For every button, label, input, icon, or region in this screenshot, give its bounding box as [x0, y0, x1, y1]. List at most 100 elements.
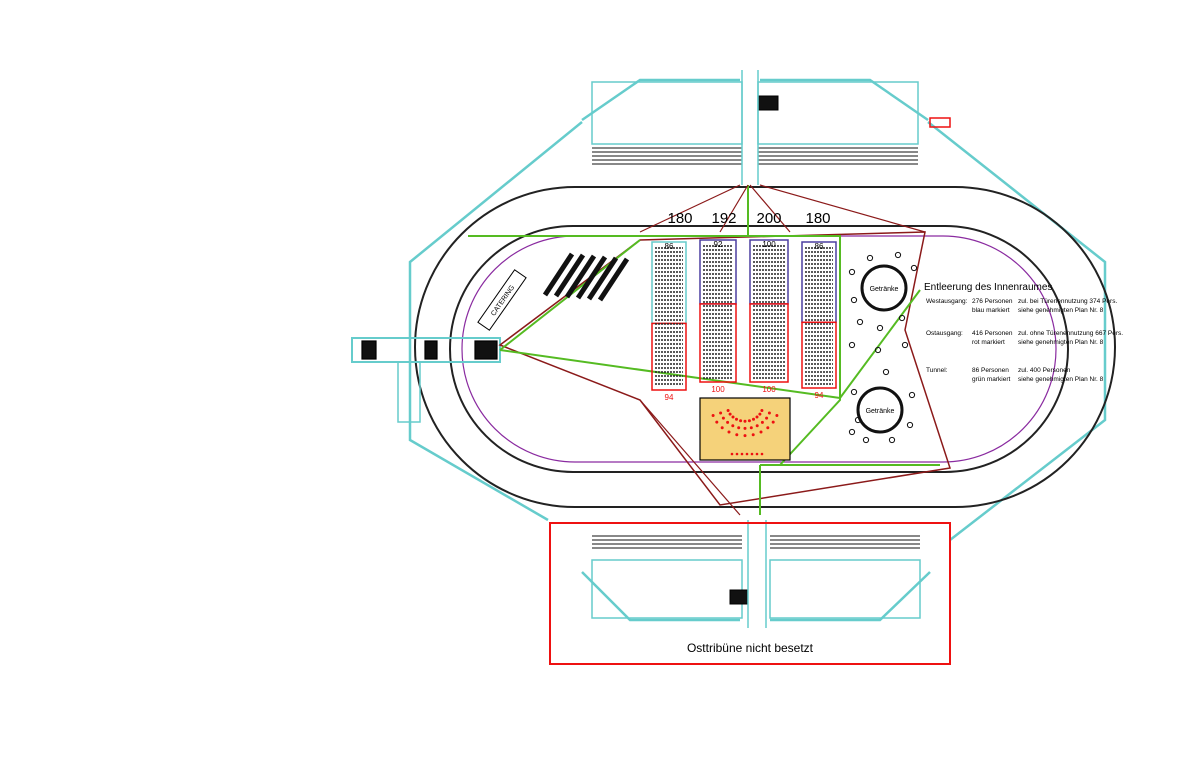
legend-west-marking: blau markiert	[972, 307, 1010, 314]
standing-table	[850, 296, 858, 304]
seating-blocks: 86 94 92 100 100 100 86 94	[651, 239, 837, 402]
legend-tunnel-plan: siehe genehmigten Plan Nr. 8	[1018, 376, 1104, 383]
stage-seat	[719, 411, 723, 415]
section-number: 180	[805, 210, 830, 227]
standing-table	[906, 421, 914, 429]
stage-seat	[755, 452, 759, 456]
stage-seat	[726, 420, 730, 424]
stage-seat	[735, 433, 739, 437]
stage-seat	[743, 426, 747, 430]
standing-table	[850, 388, 858, 396]
block-lower	[699, 303, 737, 383]
legend-tunnel-name: Tunnel:	[926, 367, 948, 374]
seating-block: 86 94	[801, 241, 837, 400]
ost-note: Osttribüne nicht besetzt	[687, 641, 814, 655]
stage-seat	[751, 433, 755, 437]
section-number: 200	[756, 210, 781, 227]
legend-west-allowed: zul. bei Türenennutzung 374 Pers.	[1018, 298, 1117, 305]
stage-seat	[755, 424, 759, 428]
bar-label-2: Getränke	[866, 408, 895, 415]
stage-seat	[735, 452, 739, 456]
standing-table	[856, 318, 864, 326]
ost-note-box	[549, 522, 951, 665]
stage-seat	[730, 452, 734, 456]
legend-west-persons: 276 Personen	[972, 298, 1013, 305]
seating-block: 86 94	[651, 241, 687, 402]
stage-seat	[728, 412, 732, 416]
stage-seat	[715, 420, 719, 424]
stage-seat	[727, 430, 731, 434]
stage-seat	[721, 416, 725, 420]
stage-seat	[750, 452, 754, 456]
stage-seat	[731, 415, 735, 419]
stage-seat	[745, 452, 749, 456]
legend-west-plan: siehe genehmigten Plan Nr. 8	[1018, 307, 1104, 314]
legend-tunnel-marking: grün markiert	[972, 376, 1010, 383]
stage-seat	[760, 452, 764, 456]
standing-table	[888, 436, 896, 444]
standing-table	[862, 436, 870, 444]
block-top-label: 100	[762, 240, 776, 249]
standing-table	[910, 264, 918, 272]
standing-table	[874, 346, 882, 354]
block-upper	[651, 241, 687, 325]
legend-west-name: Westausgang:	[926, 298, 968, 305]
stage-seat	[735, 417, 738, 421]
standing-table	[848, 341, 856, 349]
stage-seat	[775, 414, 779, 417]
legend-ost-marking: rot markiert	[972, 339, 1005, 346]
stage-seat	[766, 426, 770, 430]
stage-seat	[767, 411, 771, 415]
stage-seat	[765, 416, 769, 420]
stage-seat	[731, 424, 735, 428]
stage-seat	[726, 409, 730, 412]
legend-title: Entleerung des Innenraumes	[924, 282, 1052, 293]
block-bottom-label: 100	[762, 385, 776, 394]
stage-seat	[747, 419, 751, 423]
section-number: 180	[667, 210, 692, 227]
section-dividers	[639, 184, 926, 516]
legend-ost-plan: siehe genehmigten Plan Nr. 8	[1018, 339, 1104, 346]
stage-seat	[771, 420, 775, 424]
block-lower	[749, 303, 789, 383]
stage-seat	[759, 430, 763, 434]
standing-table	[848, 268, 856, 276]
stadium-outline	[408, 121, 1107, 541]
standing-table	[894, 251, 902, 259]
block-upper	[801, 241, 837, 324]
standing-area	[848, 251, 918, 444]
east-grandstand	[581, 520, 931, 628]
standing-table	[876, 324, 884, 332]
stage-seat	[739, 419, 743, 423]
standing-table	[901, 341, 909, 349]
seating-block: 92 100	[699, 239, 737, 394]
north-grandstand	[581, 70, 951, 185]
standing-table	[898, 314, 906, 322]
stage-seat	[760, 409, 764, 412]
stage-seat	[752, 417, 755, 421]
block-lower	[801, 321, 837, 389]
block-top-label: 86	[815, 242, 824, 251]
block-top-label: 86	[665, 242, 674, 251]
evacuation-legend: Entleerung des Innenraumes Westausgang: …	[924, 282, 1123, 383]
block-top-label: 92	[714, 240, 723, 249]
standing-table	[866, 254, 874, 262]
west-tunnel	[351, 337, 501, 423]
legend-tunnel-persons: 86 Personen	[972, 367, 1009, 374]
stage-seat	[737, 426, 741, 430]
stage-seat	[740, 452, 744, 456]
seating-block: 100 100	[749, 239, 789, 394]
stage-seats	[711, 409, 779, 456]
interior-zone	[498, 231, 951, 506]
standing-table	[908, 391, 916, 399]
standing-table	[854, 416, 862, 424]
block-bottom-label: 100	[711, 385, 725, 394]
bar-label-1: Getränke	[870, 286, 899, 293]
block-bottom-label: 94	[665, 393, 674, 402]
stage-seat	[711, 414, 715, 417]
legend-ost-persons: 416 Personen	[972, 330, 1013, 337]
stage-seat	[755, 415, 759, 419]
section-number: 192	[711, 210, 736, 227]
block-bottom-label: 94	[815, 391, 824, 400]
legend-ost-allowed: zul. ohne Türenennutzung 667 Pers.	[1018, 330, 1123, 337]
